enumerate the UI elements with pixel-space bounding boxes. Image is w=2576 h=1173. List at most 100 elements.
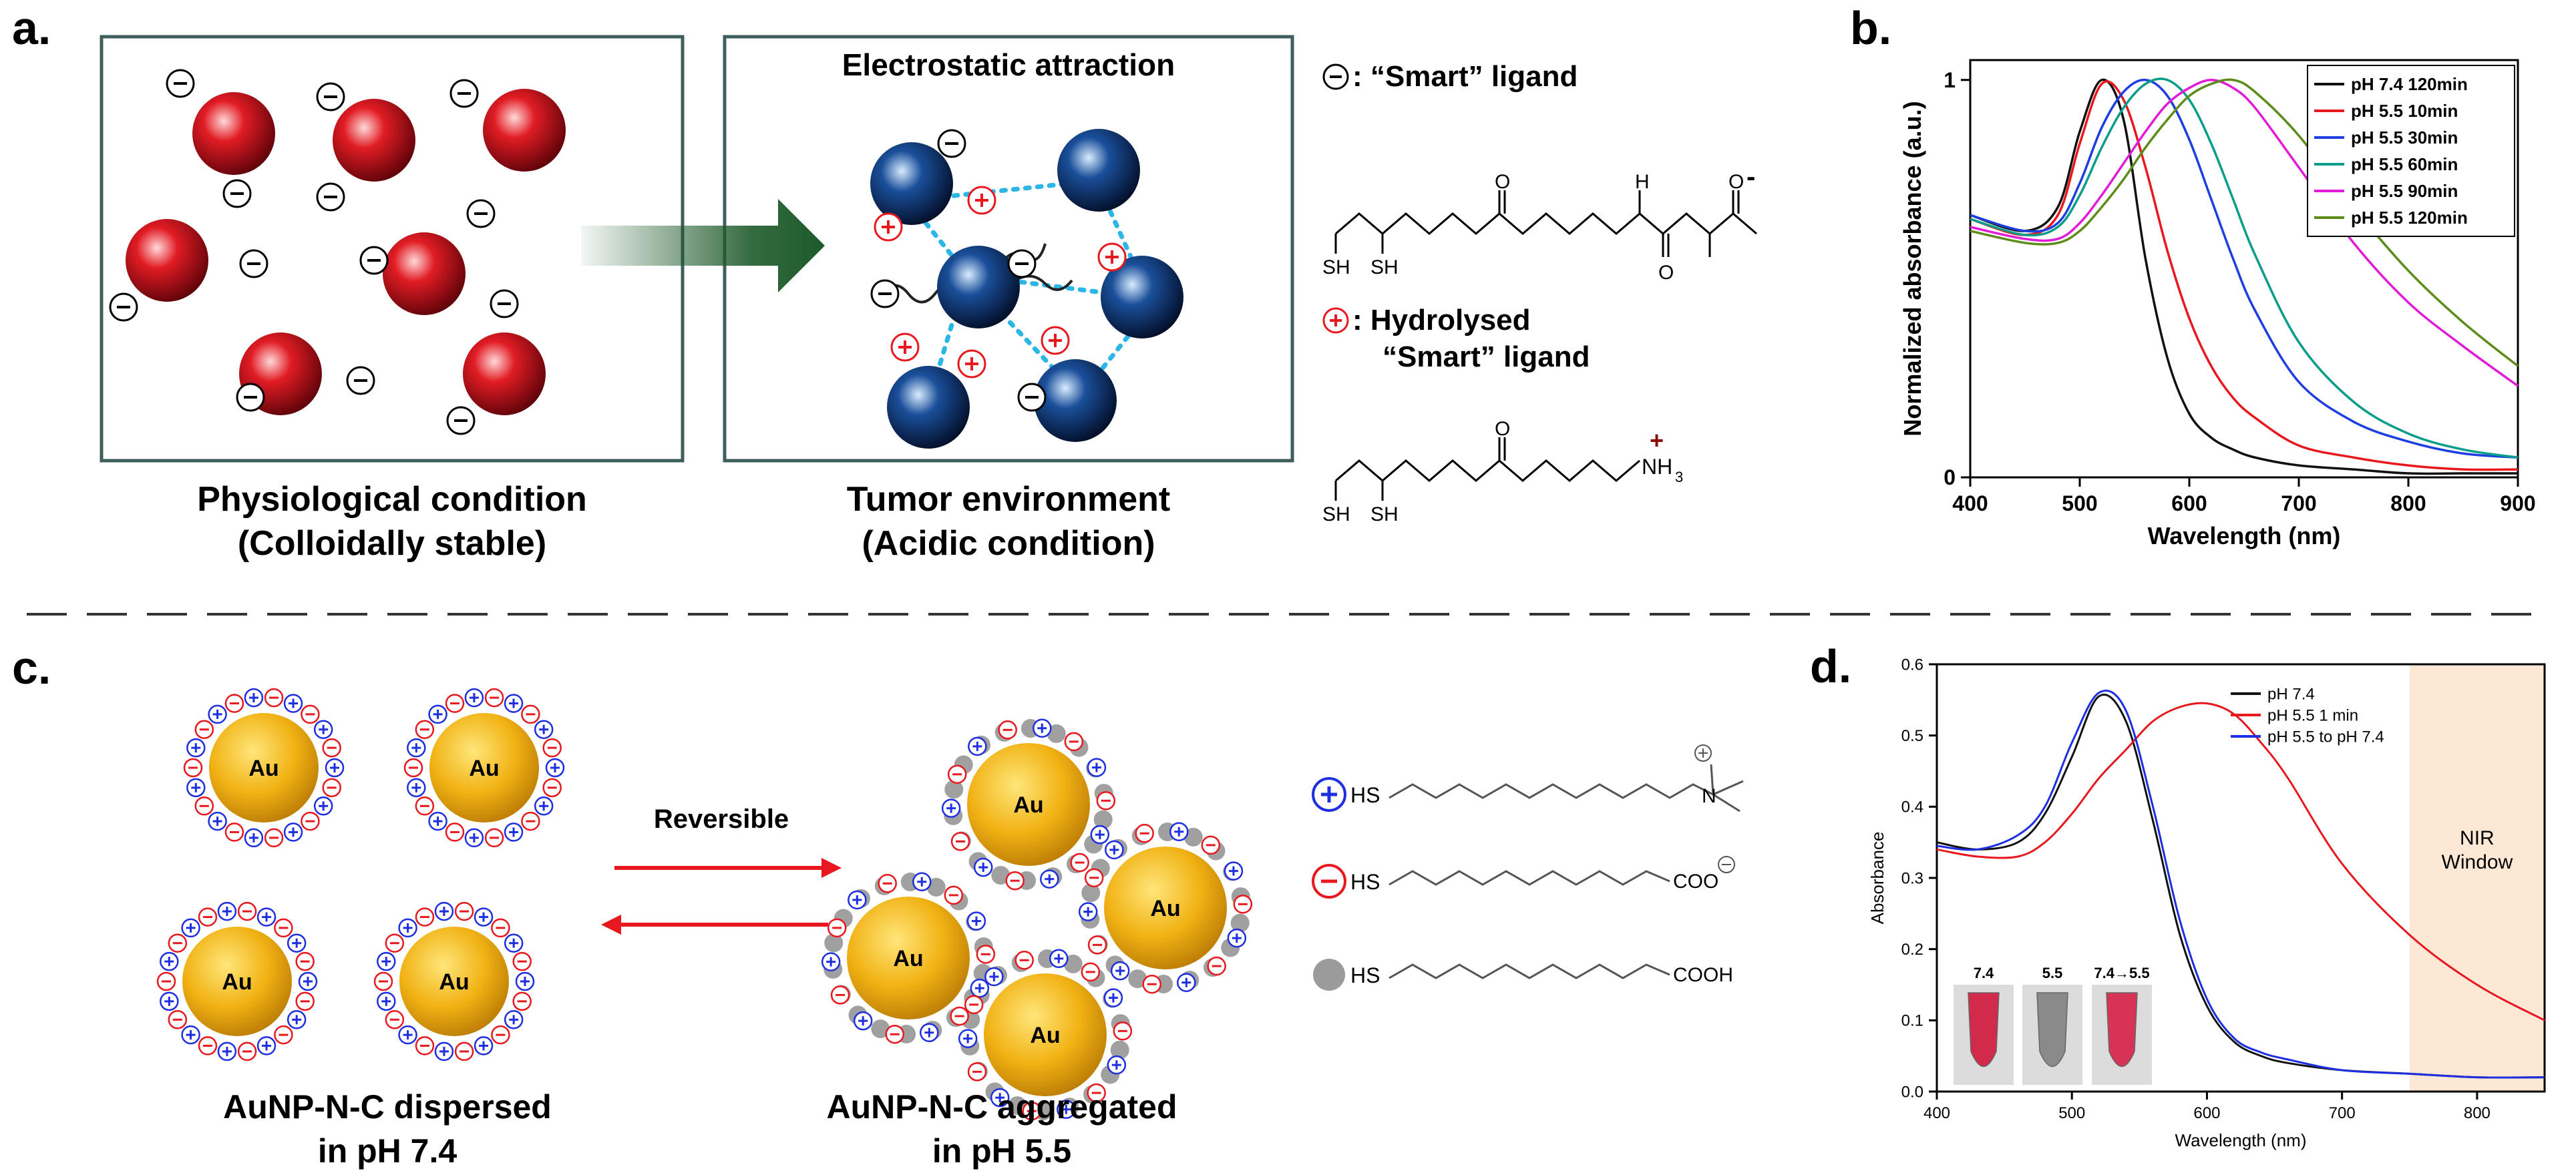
caption-physiological-line2: (Colloidally stable) (237, 524, 547, 563)
ammonium-plus: + (1650, 427, 1664, 454)
neutral-ligand-icon (1081, 883, 1101, 903)
gold-nanoparticle (399, 927, 509, 1036)
caption-aggregated-line2: in pH 5.5 (932, 1132, 1072, 1170)
neutral-ligand-icon (1230, 913, 1250, 933)
vial-label: 7.4 (1974, 965, 1994, 981)
gold-label: Au (1013, 792, 1043, 818)
neutral-ligand-icon (1093, 810, 1113, 829)
panel-label-b: b. (1850, 2, 1892, 54)
neutral-ligand-icon (871, 1019, 890, 1039)
vial-icon (1968, 992, 2000, 1067)
ligand-n: N (1702, 785, 1716, 807)
atom-sh-4: SH (1370, 503, 1399, 525)
y-tick-label: 1 (1944, 68, 1956, 92)
plot-frame (1969, 59, 2519, 479)
x-tick-label: 500 (2062, 491, 2097, 515)
gold-label: Au (439, 969, 469, 995)
electrostatic-title: Electrostatic attraction (842, 47, 1175, 82)
series-line (1936, 702, 2545, 1021)
dashed-separator (27, 613, 2551, 616)
red-nanoparticle (463, 332, 546, 415)
blue-nanoparticle (887, 366, 970, 449)
panel-a-schematic (100, 35, 1294, 463)
caption-tumor-line2: (Acidic condition) (862, 524, 1155, 563)
vial-icon (2036, 992, 2068, 1067)
atom-nh3-sub: 3 (1675, 469, 1683, 485)
electrostatic-link (939, 181, 1071, 200)
ligand-hs-2: HS (1350, 870, 1380, 894)
legend-box (2307, 65, 2515, 237)
atom-o-3: O (1728, 171, 1744, 193)
x-tick-label: 800 (2390, 491, 2426, 515)
red-nanoparticle (333, 99, 415, 182)
legend-entry: pH 7.4 (2267, 685, 2315, 703)
transition-arrow (581, 199, 825, 292)
caption-aggregated-line1: AuNP-N-C aggregated (826, 1088, 1177, 1126)
neutral-ligand-icon (1008, 1096, 1027, 1116)
series-line (1970, 80, 2519, 471)
y-tick-label: 0.1 (1901, 1012, 1923, 1030)
legend-entry: pH 7.4 120min (2351, 74, 2468, 94)
atom-h-1: H (1635, 171, 1650, 193)
nir-label-2: Window (2442, 851, 2513, 873)
atom-o-4: O (1495, 418, 1510, 440)
caption-tumor-line1: Tumor environment (846, 480, 1171, 519)
gold-nanoparticle (984, 973, 1107, 1096)
vial-label: 7.4→5.5 (2094, 965, 2149, 981)
ligand-structures-a: O H O O - SH SH O SH SH NH 3 + (1322, 63, 1757, 525)
caption-dispersed-line2: in pH 7.4 (317, 1132, 457, 1170)
series-line (1970, 79, 2519, 459)
y-tick-label: 0 (1944, 465, 1956, 489)
atom-sh-1: SH (1322, 256, 1350, 278)
gold-nanoparticle (429, 713, 539, 823)
blue-nanoparticle (1057, 129, 1140, 212)
legend-entry: pH 5.5 1 min (2267, 706, 2358, 724)
red-nanoparticle (483, 89, 566, 172)
reversible-label: Reversible (653, 804, 789, 834)
x-tick-label: 900 (2500, 491, 2535, 515)
ligand-structures-c: HS HS HS N COO COOH (1312, 744, 1744, 991)
red-nanoparticle (192, 92, 275, 175)
red-nanoparticle (383, 232, 466, 315)
y-tick-label: 0.6 (1901, 656, 1923, 674)
series-line (1970, 79, 2519, 387)
y-axis-label: Absorbance (1867, 832, 1887, 925)
y-tick-label: 0.4 (1901, 798, 1923, 816)
legend-entry: pH 5.5 30min (2351, 128, 2458, 148)
x-axis-label: Wavelength (nm) (2148, 522, 2341, 549)
panel-label-c: c. (12, 642, 51, 694)
caption-dispersed: AuNP-N-C dispersed in pH 7.4 (147, 1085, 628, 1173)
atom-sh-3: SH (1322, 503, 1350, 525)
gold-label: Au (469, 756, 499, 781)
ligand-hs-1: HS (1350, 783, 1380, 807)
neutral-ligand-icon (1047, 724, 1066, 743)
caption-physiological: Physiological condition (Colloidally sta… (102, 477, 683, 565)
legend-entry: pH 5.5 to pH 7.4 (2267, 728, 2384, 746)
y-tick-label: 0.3 (1901, 869, 1923, 887)
blue-nanoparticle (1034, 359, 1117, 442)
gold-nanoparticle (847, 897, 970, 1019)
x-tick-label: 700 (2329, 1104, 2356, 1122)
neutral-ligand-icon (1063, 954, 1083, 973)
electrostatic-link (1103, 198, 1138, 270)
vial-icon (2106, 992, 2138, 1067)
gold-nanoparticle (182, 927, 292, 1036)
blue-nanoparticle (1101, 256, 1183, 338)
x-tick-label: 600 (2193, 1104, 2220, 1122)
blue-nanoparticle (870, 142, 953, 225)
caption-dispersed-line1: AuNP-N-C dispersed (223, 1088, 552, 1126)
red-nanoparticle (126, 219, 208, 302)
panel-label-a: a. (12, 2, 51, 54)
blue-nanoparticle (937, 246, 1020, 328)
neutral-ligand-icon (824, 933, 844, 953)
series-line (1970, 77, 2519, 459)
series-line (1970, 78, 2519, 367)
caption-tumor: Tumor environment (Acidic condition) (725, 477, 1292, 565)
legend-smart-ligand: : “Smart” ligand (1352, 60, 1578, 93)
atom-o-2: O (1658, 262, 1674, 284)
y-tick-label: 0.5 (1901, 727, 1923, 745)
x-tick-label: 400 (1952, 491, 1988, 515)
